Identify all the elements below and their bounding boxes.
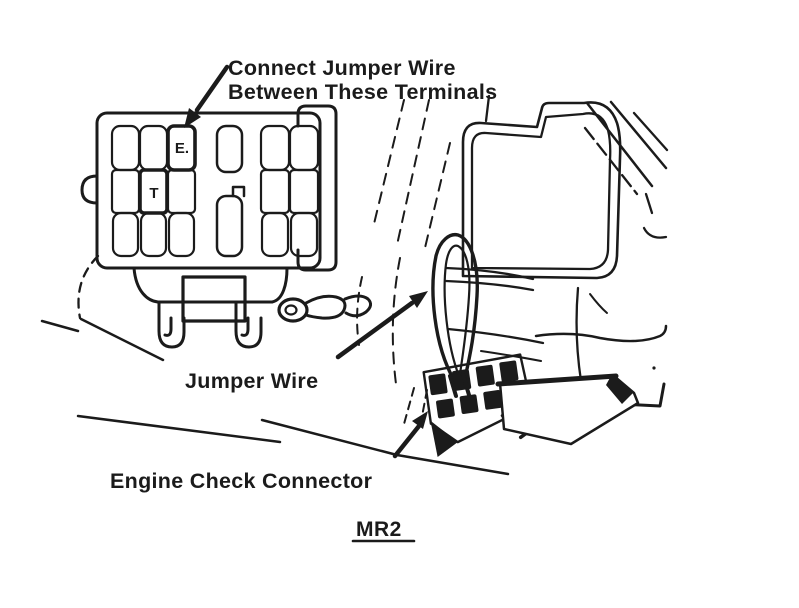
sill-line [395, 453, 510, 476]
cover-wedge [495, 373, 640, 446]
callout-arrows [184, 64, 428, 459]
connector-terminal [436, 398, 455, 419]
label-connect-jumper-line2: Between These Terminals [228, 80, 497, 104]
arrow-to-jumper-wire-head [409, 291, 428, 308]
bracket-hook [234, 300, 263, 349]
hatch-curve [642, 226, 668, 239]
model-label: MR2 [356, 518, 402, 541]
terminal-cell [110, 168, 141, 215]
terminal-cell [259, 168, 291, 215]
connector-terminal [499, 360, 519, 383]
sketch-dash-line [403, 387, 415, 425]
terminal-cell [259, 124, 291, 172]
wire-end [448, 374, 458, 398]
frame-outline-inner [470, 112, 612, 271]
wedge-top-edge [495, 373, 619, 387]
hatch-line [609, 100, 668, 170]
terminal-cell [167, 211, 196, 258]
bracket-plate [181, 275, 247, 323]
terminal-cell [166, 168, 197, 215]
eyelet-ring [277, 297, 309, 323]
sill-line [76, 414, 282, 444]
terminal-cell [260, 211, 290, 258]
terminal-cell [138, 124, 169, 172]
mounting-bracket [132, 266, 289, 349]
arrow-to-check-connector [392, 423, 422, 459]
jumper-wire-loop [431, 232, 479, 398]
key-slot [215, 124, 244, 174]
left-edge-line [40, 319, 80, 333]
connector-shadow [430, 420, 458, 458]
sketch-dash-line [372, 99, 405, 229]
arrow-to-jumper-wire [335, 300, 415, 360]
model-label-suffix: 2 [390, 518, 402, 541]
labels: Connect Jumper Wire Between These Termin… [110, 56, 497, 543]
check-connector-pinout: E. T [80, 104, 338, 272]
key-slot-notch [231, 185, 246, 198]
terminal-cell [288, 124, 320, 172]
terminal-cell [139, 211, 168, 258]
ink-speck [652, 366, 656, 370]
connector-case [95, 111, 322, 270]
sketch-dash-line [391, 257, 401, 385]
frame-tick [484, 94, 491, 123]
contour-line [444, 266, 535, 281]
label-connect-jumper-line1: Connect Jumper Wire [228, 56, 456, 80]
arrow-to-terminals-head [184, 108, 201, 128]
loop-inner [443, 244, 471, 378]
hatch-dash [644, 192, 654, 215]
arrow-to-terminals [194, 64, 230, 113]
contour-line [589, 293, 608, 314]
eyelet-strap [304, 294, 347, 320]
bracket-neck-right [270, 266, 289, 304]
connector-terminal [483, 390, 503, 410]
bracket-neck-left [132, 266, 160, 304]
case-left-bump [80, 174, 99, 205]
arrow-to-check-connector-head [412, 411, 428, 429]
terminal-label-t: T [149, 185, 158, 202]
hatch-line [585, 101, 654, 188]
arch-dash-curve [77, 254, 100, 320]
eyelet-hole [284, 304, 298, 316]
contour-line [444, 279, 535, 292]
connector-outline [422, 353, 533, 444]
contour-line [446, 327, 545, 345]
model-label-prefix: MR [356, 518, 390, 541]
terminal-cell [288, 168, 320, 215]
hatch-line [583, 126, 639, 196]
terminal-cell [110, 124, 141, 172]
connector-terminal [459, 394, 479, 415]
harness-clip [343, 294, 373, 318]
loop-outer [431, 232, 479, 382]
seat-line [534, 324, 668, 343]
sketch-dash-line [423, 142, 451, 253]
label-engine-check-connector: Engine Check Connector [110, 469, 373, 493]
case-right-bracket [296, 104, 338, 272]
connector-terminal [428, 373, 448, 396]
hatch-line [632, 111, 669, 152]
terminal-label-e: E. [175, 140, 189, 157]
sill-line [260, 418, 399, 457]
sketch-dash-line [396, 99, 430, 246]
harness-eyelet [277, 294, 373, 323]
terminal-cell [111, 211, 140, 258]
frame-outline-outer [461, 101, 622, 280]
terminal-cell [289, 211, 319, 258]
sketch-dash-line [356, 276, 363, 346]
label-jumper-wire: Jumper Wire [185, 369, 318, 393]
arch-diagonal [79, 317, 165, 362]
bracket-hook [157, 300, 186, 349]
connector-terminal [475, 364, 495, 387]
key-slot [215, 194, 244, 258]
wedge-corner [606, 374, 634, 404]
wire-end [461, 373, 471, 397]
